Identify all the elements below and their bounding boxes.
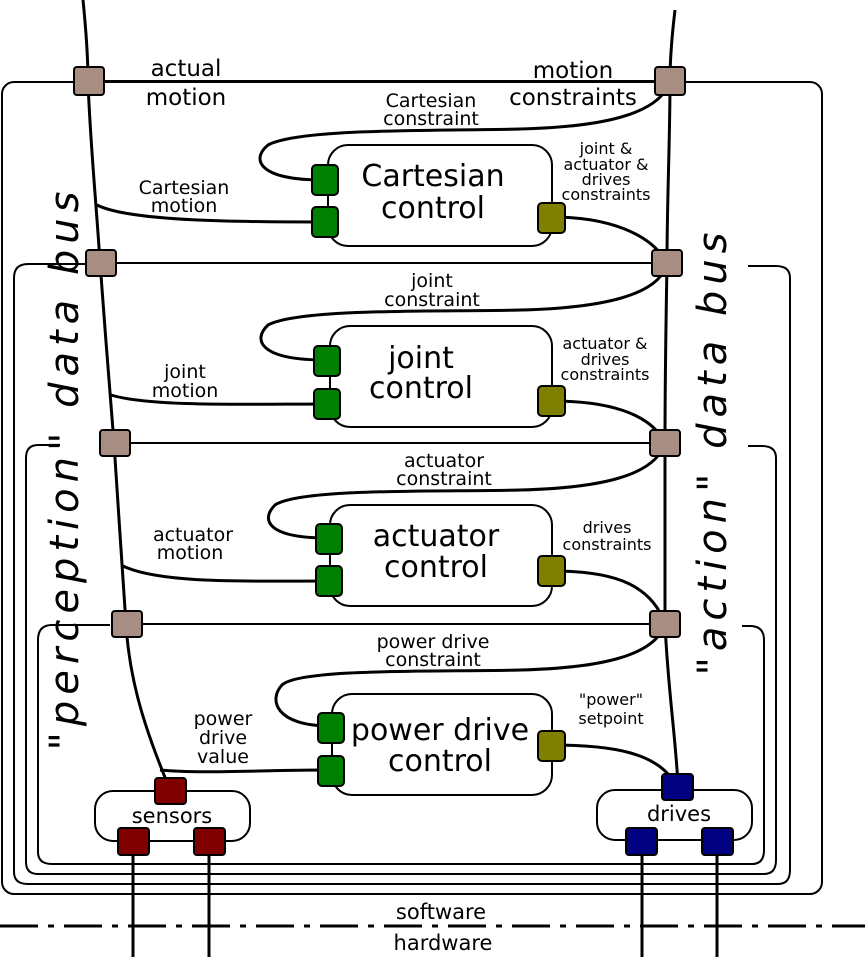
constraint-label-2: constraint: [385, 649, 481, 671]
control-blocks: Cartesian control joint control actuator…: [327, 144, 553, 796]
sensor-port: [193, 827, 226, 856]
output-label-4: constraints: [562, 185, 651, 204]
sensor-port: [154, 777, 187, 805]
output-label-2: actuator &: [563, 155, 648, 174]
bus-port: [99, 429, 131, 457]
output-label-3: drives: [582, 170, 631, 189]
motion-input-port: [313, 388, 341, 420]
output-label-2: setpoint: [578, 709, 643, 728]
constraint-label-2: constraint: [396, 468, 492, 490]
constraint-output-port: [537, 202, 566, 234]
joint-control-title-2: control: [369, 371, 473, 406]
motion-input-port: [317, 755, 345, 787]
bus-port: [649, 610, 681, 638]
constraint-label-2: constraint: [383, 108, 479, 130]
motion-label-2: motion: [151, 195, 218, 217]
hardware-label: hardware: [394, 931, 493, 955]
wires: [81, 0, 719, 957]
drives-label: drives: [647, 802, 711, 826]
ports: [73, 66, 734, 856]
output-label-1: drives: [583, 518, 632, 537]
motion-label-2: drive: [199, 727, 247, 749]
output-label-1: actuator &: [562, 334, 647, 353]
setpoint-output-port: [537, 730, 566, 762]
constraint-label-2: constraint: [384, 289, 480, 311]
drive-port: [661, 773, 694, 801]
sensor-port: [117, 827, 150, 856]
software-label: software: [396, 900, 486, 924]
constraint-input-port: [311, 164, 339, 196]
motion-constraints-label-1: motion: [533, 58, 614, 84]
constraint-input-port: [313, 345, 341, 377]
bus-port: [649, 429, 681, 457]
constraint-output-port: [537, 555, 566, 587]
level-frame-2: [25, 444, 777, 875]
perception-bus-label: "perception" data bus: [42, 186, 88, 751]
power-drive-control-title-1: power drive: [351, 713, 529, 748]
output-label-1: joint &: [579, 139, 633, 158]
actual-motion-label-2: motion: [146, 85, 227, 111]
motion-input-port: [311, 206, 339, 238]
cartesian-control-title-1: Cartesian: [361, 159, 504, 194]
motion-label-3: value: [197, 746, 249, 768]
constraint-output-port: [537, 385, 566, 417]
bus-port: [111, 610, 143, 638]
cartesian-control-title-2: control: [381, 191, 485, 226]
power-drive-control-title-2: control: [388, 744, 492, 779]
constraint-label-1: power drive: [377, 631, 490, 653]
drive-port: [701, 827, 734, 856]
joint-control-title-1: joint: [387, 341, 454, 376]
constraint-input-port: [317, 712, 345, 744]
constraint-label-1: actuator: [404, 450, 484, 472]
motion-label-2: motion: [152, 380, 219, 402]
output-label-2: drives: [581, 350, 630, 369]
level-frame-1: [13, 263, 791, 885]
actuator-control-title-1: actuator: [373, 519, 500, 554]
motion-constraints-label-2: constraints: [509, 85, 637, 111]
motion-label-1: actuator: [153, 524, 233, 546]
drive-port: [625, 827, 658, 856]
output-label-3: constraints: [561, 365, 650, 384]
motion-label-1: power: [194, 708, 253, 730]
sensors-label: sensors: [132, 804, 213, 828]
motion-input-port: [315, 565, 343, 597]
bus-port: [654, 66, 686, 96]
actual-motion-label-1: actual: [151, 56, 222, 82]
bus-port: [85, 249, 117, 277]
bus-lines: [90, 80, 670, 625]
level-frame-3: [37, 624, 765, 865]
actuator-control-title-2: control: [384, 550, 488, 585]
output-label-2: constraints: [563, 535, 652, 554]
bus-port: [651, 249, 683, 277]
bus-port: [73, 66, 105, 96]
motion-label-1: Cartesian: [139, 177, 230, 199]
action-bus-label: "action" data bus: [690, 226, 736, 675]
motion-label-1: joint: [163, 361, 206, 383]
motion-label-2: motion: [157, 542, 224, 564]
constraint-label-1: joint: [410, 270, 453, 292]
constraint-input-port: [315, 523, 343, 555]
output-label-1: "power": [579, 690, 643, 709]
constraint-label-1: Cartesian: [386, 90, 477, 112]
